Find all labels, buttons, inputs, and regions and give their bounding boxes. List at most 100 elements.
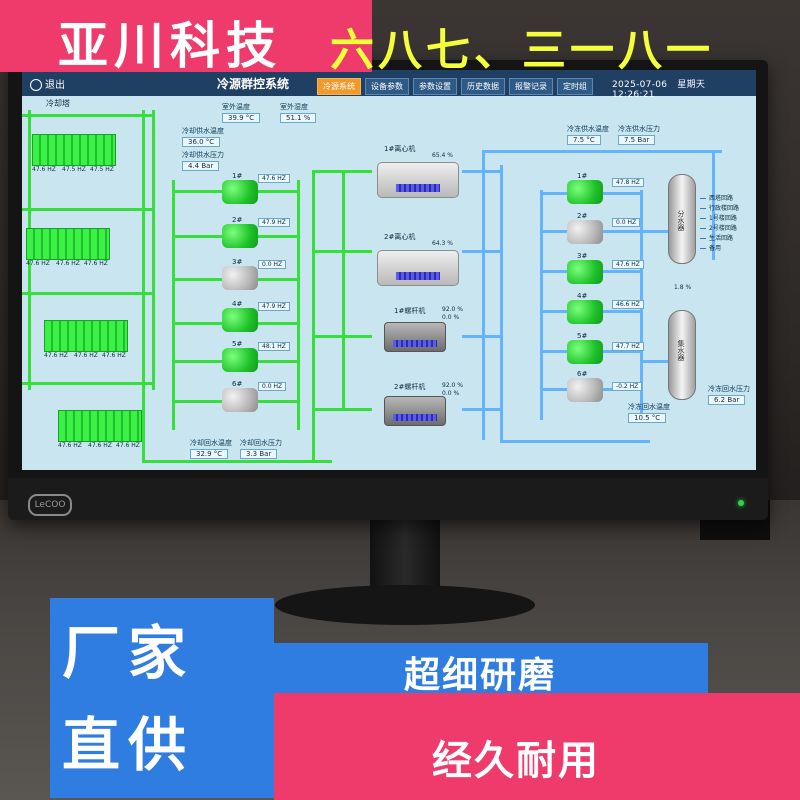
readout-value: 3.3 Bar (240, 449, 278, 459)
pipe (152, 110, 155, 390)
cooling-pump-5[interactable] (222, 348, 258, 372)
tower-1-a: 47.6 HZ (32, 166, 56, 173)
tab-device-params[interactable]: 设备参数 (365, 78, 409, 95)
exit-button[interactable]: 退出 (30, 76, 65, 91)
cooling-pump-5-label: 5# (232, 340, 243, 348)
tower-3-b: 47.6 HZ (74, 352, 98, 359)
tower-1-c: 47.5 HZ (90, 166, 114, 173)
readout-label: 室外湿度 (280, 103, 308, 111)
tab-param-settings[interactable]: 参数设置 (413, 78, 457, 95)
tower-3-c: 47.6 HZ (102, 352, 126, 359)
pipe (640, 230, 690, 233)
chilled-pump-4-label: 4# (577, 292, 588, 300)
cooling-pump-5-hz: 48.1 HZ (258, 342, 290, 351)
legend-item: 备用 (700, 244, 739, 254)
readout-label: 冷冻回水温度 (628, 403, 670, 411)
centrifugal-chiller-2[interactable] (377, 250, 459, 286)
tower-2-a: 47.6 HZ (26, 260, 50, 267)
supply-header-tank[interactable] (668, 174, 696, 264)
pipe (22, 382, 152, 385)
screw-chiller-2[interactable] (384, 396, 446, 426)
legend-label: 西塔回路 (709, 195, 734, 202)
tab-timers[interactable]: 定时组 (557, 78, 593, 95)
pipe (482, 150, 485, 440)
system-title: 冷源群控系统 (217, 77, 290, 91)
cooling-pump-2-label: 2# (232, 216, 243, 224)
tower-2-c: 47.6 HZ (84, 260, 108, 267)
centrifugal-chiller-1[interactable] (377, 162, 459, 198)
weekday: 星期天 (677, 80, 706, 90)
feature-band-pink (274, 693, 800, 800)
pipe (500, 165, 503, 440)
cooling-tower-3[interactable] (44, 320, 128, 352)
legend-label: 备用 (709, 245, 722, 252)
tab-alarms[interactable]: 报警记录 (509, 78, 553, 95)
chilled-pump-2-label: 2# (577, 212, 588, 220)
badge-line-2: 直供 (62, 711, 195, 779)
readout-value: 6.2 Bar (708, 395, 746, 405)
chilled-pump-2-hz: 0.0 HZ (612, 218, 641, 227)
chilled-pump-1[interactable] (567, 180, 603, 204)
tab-cold-source[interactable]: 冷源系统 (317, 78, 361, 95)
cooling-tower-1[interactable] (32, 134, 116, 166)
phone-overlay: 六八七、三一八一 (330, 25, 714, 76)
legend-label: 生活回路 (709, 235, 734, 242)
feature-2: 经久耐用 (432, 738, 600, 784)
chiller-coil (393, 414, 437, 421)
cooling-pump-3-hz: 0.0 HZ (258, 260, 287, 269)
tower-2-b: 47.6 HZ (56, 260, 80, 267)
date: 2025-07-06 (612, 80, 668, 90)
readout-label: 冷却回水温度 (190, 439, 232, 447)
pipe (342, 170, 345, 410)
supply-header-label: 分水器 (677, 210, 685, 231)
top-bar: 退出 冷源群控系统 冷源系统设备参数参数设置历史数据报警记录定时组 2025-0… (22, 70, 756, 100)
readout-value: 7.5 °C (567, 135, 601, 145)
legend-item: 西塔回路 (700, 194, 739, 204)
chiller-coil (396, 272, 440, 280)
monitor-chin (8, 478, 768, 520)
chilled-pump-3[interactable] (567, 260, 603, 284)
readout-value: 36.0 °C (182, 137, 221, 147)
tab-history[interactable]: 历史数据 (461, 78, 505, 95)
chilled-pump-2[interactable] (567, 220, 603, 244)
cooling-pump-4[interactable] (222, 308, 258, 332)
line-icon (700, 248, 706, 249)
chilled-pump-1-label: 1# (577, 172, 588, 180)
cooling-pump-2[interactable] (222, 224, 258, 248)
readout-label: 室外温度 (222, 103, 250, 111)
chiller-3-label: 1#螺杆机 (394, 307, 426, 315)
cooling-tower-2[interactable] (26, 228, 110, 260)
cooling-pump-6-hz: 0.0 HZ (258, 382, 287, 391)
screw-chiller-1[interactable] (384, 322, 446, 352)
pipe (172, 180, 175, 430)
chilled-pump-3-label: 3# (577, 252, 588, 260)
time: 12:26:21 (612, 90, 655, 100)
cooling-pump-6-label: 6# (232, 380, 243, 388)
chiller-4-pct2: 0.0 % (442, 390, 460, 397)
monitor-logo: LeCOO (28, 494, 72, 516)
cooling-pump-3-label: 3# (232, 258, 243, 266)
cooling-pump-3[interactable] (222, 266, 258, 290)
return-header-tank[interactable] (668, 310, 696, 400)
cooling-pump-6[interactable] (222, 388, 258, 412)
line-icon (700, 218, 706, 219)
return-header-label: 集水器 (677, 340, 685, 361)
tower-4-a: 47.6 HZ (58, 442, 82, 449)
chiller-2-label: 2#离心机 (384, 233, 416, 241)
feature-1: 超细研磨 (404, 655, 557, 696)
readout-value: 32.9 °C (190, 449, 229, 459)
chilled-pump-4[interactable] (567, 300, 603, 324)
cooling-pump-1[interactable] (222, 180, 258, 204)
nav-tabs: 冷源系统设备参数参数设置历史数据报警记录定时组 (317, 74, 597, 95)
pipe (462, 408, 500, 411)
chilled-pump-5[interactable] (567, 340, 603, 364)
legend-item: 2号楼回路 (700, 224, 739, 234)
cooling-tower-4[interactable] (58, 410, 142, 442)
pipe (462, 250, 500, 253)
legend-label: 行政楼回路 (709, 205, 740, 212)
chilled-pump-6[interactable] (567, 378, 603, 402)
